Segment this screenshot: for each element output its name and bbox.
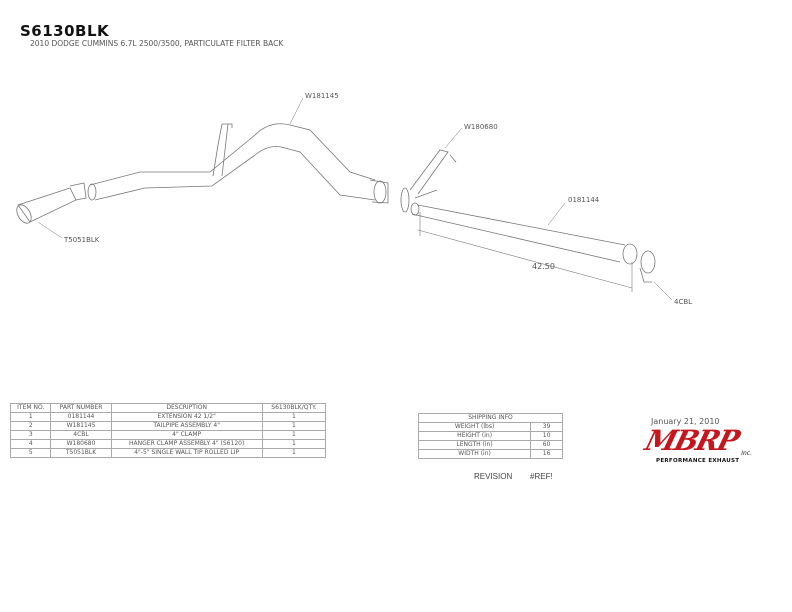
cell: T5051BLK	[50, 448, 112, 458]
mbrp-logo: MBRP Inc. PERFORMANCE EXHAUST	[640, 424, 762, 468]
cell: LENGTH (in)	[417, 440, 532, 450]
label-hanger: W180680	[464, 123, 498, 131]
cell: WIDTH (in)	[417, 449, 532, 459]
cell: 4	[9, 439, 52, 449]
part-title: S6130BLK	[20, 22, 110, 40]
cell: 10	[530, 431, 563, 441]
extension-pipe	[410, 202, 638, 292]
tailpipe-assembly	[87, 123, 389, 204]
logo-inc: Inc.	[741, 450, 752, 457]
label-tip: T5051BLK	[64, 236, 100, 244]
cell: W180680	[50, 439, 112, 449]
cell: TAILPIPE ASSEMBLY 4"	[110, 421, 263, 431]
revision-value: #REF!	[530, 472, 553, 481]
parts-table: ITEM NO. PART NUMBER DESCRIPTION S6130BL…	[9, 403, 327, 458]
table-row: WIDTH (in)16	[417, 449, 563, 459]
table-row: HEIGHT (in)10	[417, 431, 563, 441]
header-cell: DESCRIPTION	[110, 403, 263, 413]
cell: 1	[261, 448, 327, 458]
cell: 1	[261, 439, 327, 449]
cell: 0181144	[50, 412, 112, 422]
table-header-row: ITEM NO. PART NUMBER DESCRIPTION S6130BL…	[9, 403, 327, 413]
clamp-4cbl	[639, 250, 656, 283]
shipping-info-table: SHIPPING INFO WEIGHT (lbs)39 HEIGHT (in)…	[417, 413, 563, 459]
cell: 16	[530, 449, 563, 459]
logo-mark: MBRP	[641, 424, 742, 457]
cell: 4CBL	[50, 430, 112, 440]
shipping-title: SHIPPING INFO	[418, 413, 563, 423]
label-extension: 0181144	[568, 196, 600, 204]
cell: WEIGHT (lbs)	[417, 422, 532, 432]
hanger-clamp	[400, 149, 457, 213]
header-cell: ITEM NO.	[9, 403, 52, 413]
dimension-length: 42.50	[532, 262, 555, 271]
cell: HEIGHT (in)	[417, 431, 532, 441]
table-row: WEIGHT (lbs)39	[417, 422, 563, 432]
cell: 39	[530, 422, 563, 432]
revision-label: REVISION	[474, 472, 513, 481]
cell: 3	[9, 430, 52, 440]
cell: 1	[261, 421, 327, 431]
cell: 1	[261, 412, 327, 422]
logo-tagline: PERFORMANCE EXHAUST	[656, 458, 740, 464]
cell: 1	[261, 430, 327, 440]
cell: 4"-5" SINGLE WALL TIP ROLLED LIP	[110, 448, 263, 458]
drawing-date: January 21, 2010	[651, 417, 720, 426]
cell: 60	[530, 440, 563, 450]
header-cell: S6130BLK/QTY.	[261, 403, 327, 413]
part-subtitle: 2010 DODGE CUMMINS 6.7L 2500/3500, PARTI…	[30, 39, 284, 48]
exhaust-tip	[16, 182, 87, 224]
leader-lines	[37, 97, 673, 301]
cell: 4" CLAMP	[110, 430, 263, 440]
cell: 1	[9, 412, 52, 422]
cell: HANGER CLAMP ASSEMBLY 4" (S6120)	[110, 439, 263, 449]
cell: W181145	[50, 421, 112, 431]
header-cell: PART NUMBER	[50, 403, 112, 413]
cell: EXTENSION 42 1/2"	[110, 412, 263, 422]
table-row: LENGTH (in)60	[417, 440, 563, 450]
cell: 2	[9, 421, 52, 431]
cell: 5	[9, 448, 52, 458]
label-clamp: 4CBL	[674, 298, 693, 306]
label-tailpipe: W181145	[305, 92, 339, 100]
